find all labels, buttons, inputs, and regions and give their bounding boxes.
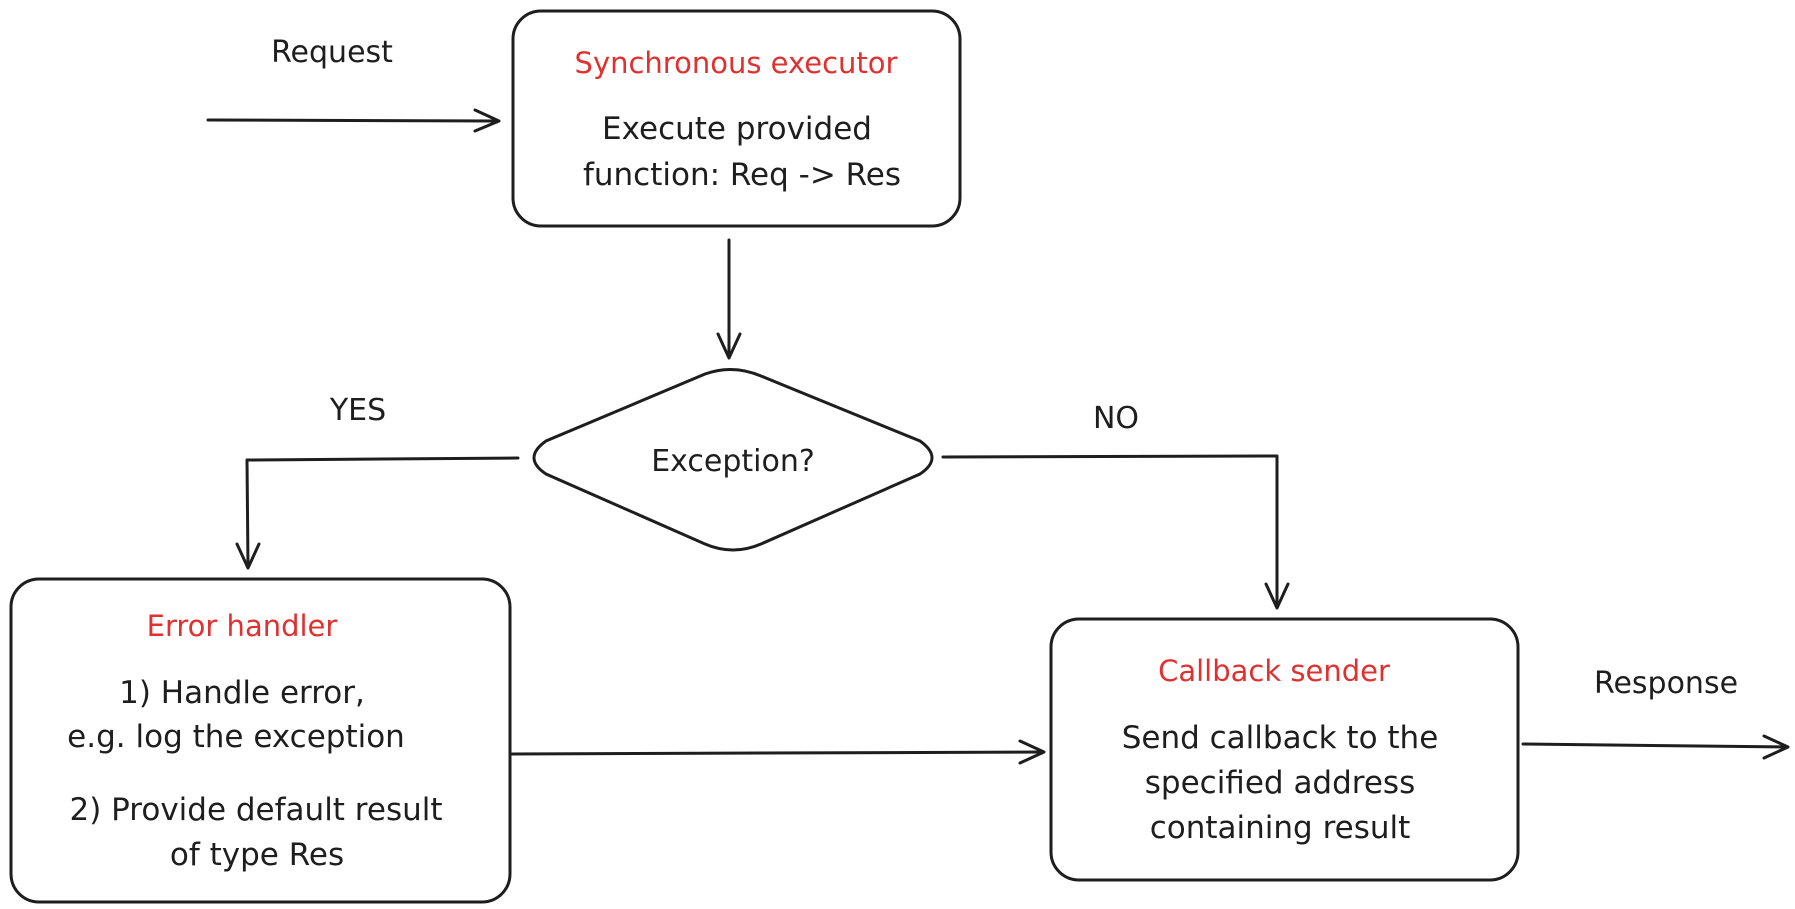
error-handler-line-2: e.g. log the exception [67,719,405,755]
sync-executor-node: Synchronous executor Execute provided fu… [511,9,962,228]
edge-request-line [206,118,500,123]
callback-sender-line-3: containing result [1150,810,1411,846]
edge-no-arrowhead [1264,582,1290,610]
edge-executor-to-decision [716,238,742,360]
error-handler-title: Error handler [147,609,338,643]
error-handler-box [9,577,512,904]
exception-decision-node: Exception? [532,368,934,552]
edge-yes-line [245,456,520,568]
response-label: Response [1594,666,1738,701]
error-handler-line-3: 2) Provide default result [69,792,442,828]
edge-error-handler-to-callback [510,739,1046,765]
edge-response-line [1521,742,1789,749]
error-handler-line-4: of type Res [170,837,344,873]
edge-request-to-executor [206,108,501,133]
sync-executor-line-2: function: Req -> Res [583,157,901,193]
edge-no-line [941,454,1279,608]
error-handler-line-1: 1) Handle error, [119,675,365,711]
request-label: Request [271,35,393,70]
edge-executor-decision-arrowhead [716,332,742,360]
sync-executor-title: Synchronous executor [575,46,898,80]
edge-error-callback-arrowhead [1018,739,1046,765]
sync-executor-box [511,9,962,228]
decision-diamond [532,368,934,552]
edge-error-callback-line [510,750,1045,756]
sync-executor-line-1: Execute provided [602,111,872,147]
callback-sender-line-2: specified address [1145,765,1415,801]
error-handler-node: Error handler 1) Handle error, e.g. log … [9,577,512,904]
callback-sender-node: Callback sender Send callback to the spe… [1049,617,1520,882]
no-label: NO [1093,401,1139,436]
edge-decision-yes-to-error-handler [235,456,520,570]
edge-decision-no-to-callback [941,454,1290,610]
edge-callback-to-response [1521,734,1790,760]
decision-text: Exception? [651,444,815,479]
edge-yes-arrowhead [235,542,261,570]
callback-sender-title: Callback sender [1158,654,1390,688]
callback-sender-line-1: Send callback to the [1122,720,1439,756]
edge-response-arrowhead [1762,734,1790,760]
edge-request-arrowhead [473,108,501,133]
yes-label: YES [329,393,386,428]
callback-sender-box [1049,617,1520,882]
